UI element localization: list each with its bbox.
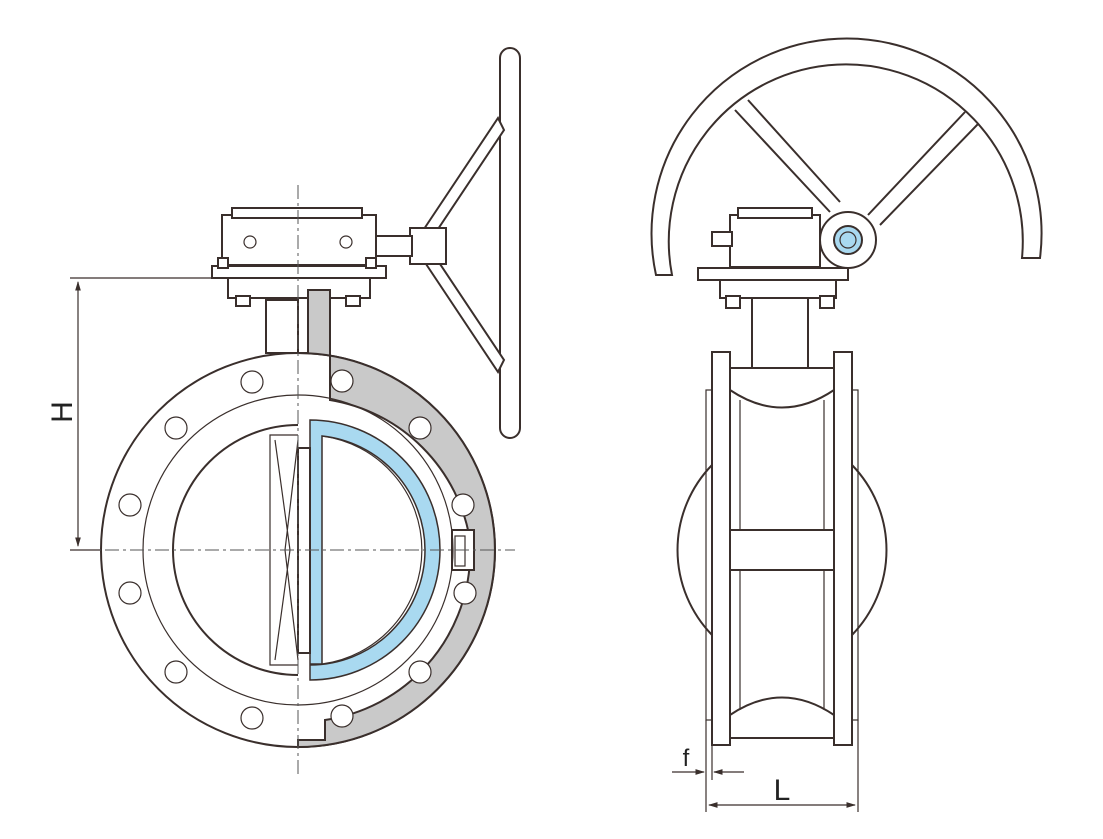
side-view: f L bbox=[650, 37, 1043, 812]
gearbox-side bbox=[697, 207, 849, 309]
handwheel bbox=[650, 37, 1043, 276]
gearbox bbox=[211, 207, 387, 307]
dimension-l: L bbox=[708, 720, 859, 812]
front-view: H bbox=[46, 47, 521, 775]
handwheel-side bbox=[375, 47, 521, 439]
flange-left bbox=[711, 351, 731, 746]
flange-right bbox=[833, 351, 853, 746]
label-f: f bbox=[683, 745, 690, 772]
label-l: L bbox=[774, 774, 791, 807]
neck bbox=[751, 297, 809, 369]
label-h: H bbox=[46, 401, 79, 423]
dimension-h: H bbox=[46, 277, 212, 551]
bolt-holes bbox=[118, 369, 477, 730]
seat bbox=[309, 419, 441, 681]
valve-body-side bbox=[729, 367, 835, 739]
dimension-f: f bbox=[672, 720, 744, 812]
